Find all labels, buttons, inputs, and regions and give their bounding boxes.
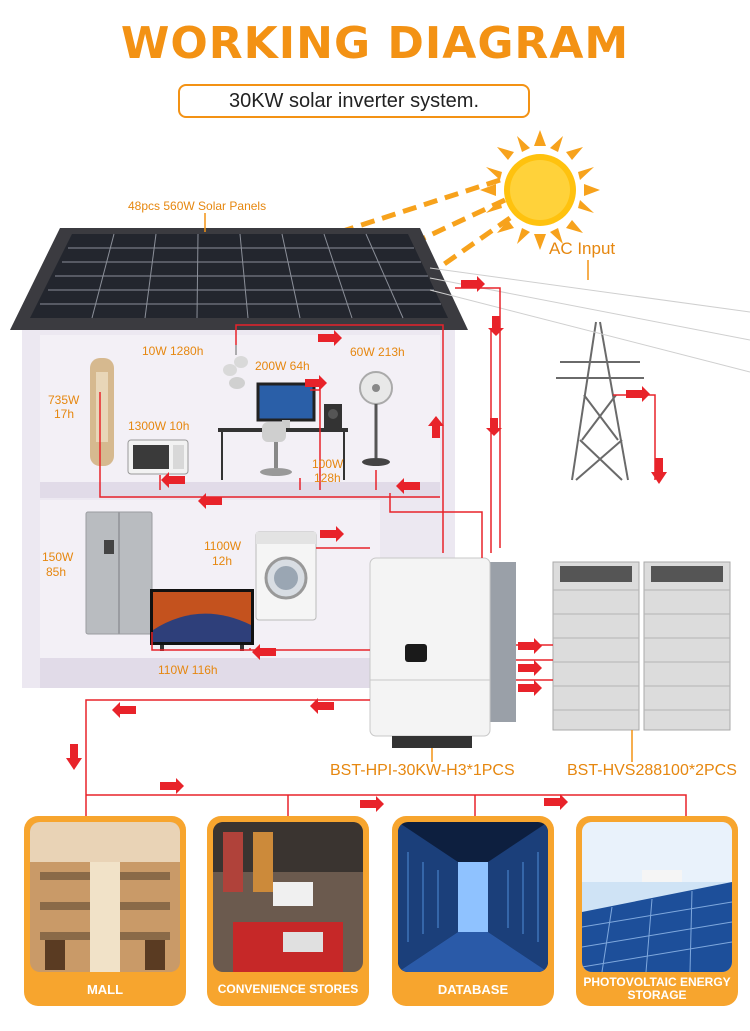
tv-label: 110W 116h xyxy=(158,663,218,677)
ac-input-label: AC Input xyxy=(549,239,616,258)
card-convenience-stores: CONVENIENCE STORES xyxy=(207,816,369,1006)
washer-power-label: 1100W xyxy=(204,539,242,553)
transmission-tower-icon xyxy=(556,321,644,481)
desk-computer-icon xyxy=(218,382,348,480)
battery-rack-icon xyxy=(552,561,731,731)
page-title: WORKING DIAGRAM xyxy=(120,18,630,69)
fan-label: 60W 213h xyxy=(350,345,405,359)
heater-hours-label: 17h xyxy=(54,407,75,421)
card-mall: MALL xyxy=(24,816,186,1006)
fridge-hours-label: 85h xyxy=(46,565,67,579)
card-caption: MALL xyxy=(86,981,124,997)
database-image xyxy=(398,822,548,972)
lamp-label: 10W 1280h xyxy=(142,344,204,358)
pendant-lamp-icon xyxy=(223,335,248,389)
fridge-power-label: 150W xyxy=(42,550,74,564)
washing-machine-icon xyxy=(255,531,317,621)
card-database: DATABASE xyxy=(392,816,554,1006)
solar-panels-label: 48pcs 560W Solar Panels xyxy=(128,199,267,213)
subtitle-box: 30KW solar inverter system. xyxy=(178,84,530,118)
ac-input-pointer xyxy=(587,260,589,280)
tv-icon xyxy=(150,589,254,651)
card-caption: PHOTOVOLTAIC ENERGY STORAGE xyxy=(583,975,731,1002)
speaker-hours-label: 128h xyxy=(314,471,341,485)
speaker-power-label: 100W xyxy=(312,457,344,471)
refrigerator-icon xyxy=(85,511,153,635)
card-photovoltaic-energy-storage: PHOTOVOLTAIC ENERGY STORAGE xyxy=(576,816,738,1006)
flow-arrows xyxy=(66,276,667,812)
card-caption: CONVENIENCE STORES xyxy=(217,981,359,996)
sun-icon xyxy=(480,130,600,250)
computer-label: 200W 64h xyxy=(255,359,310,373)
heater-power-label: 735W xyxy=(48,393,80,407)
microwave-label: 1300W 10h xyxy=(128,419,190,433)
tower-heater-icon xyxy=(90,358,114,466)
store-image xyxy=(213,822,363,972)
pv-farm-image xyxy=(582,822,732,972)
washer-hours-label: 12h xyxy=(212,554,233,568)
card-caption: DATABASE xyxy=(437,981,509,997)
inverter-icon xyxy=(369,557,516,748)
mall-image xyxy=(30,822,180,972)
microwave-icon xyxy=(127,439,189,475)
wiring xyxy=(85,287,687,816)
standing-fan-icon xyxy=(359,371,393,466)
battery-model-label: BST-HVS288100*2PCS xyxy=(567,762,737,779)
inverter-model-label: BST-HPI-30KW-H3*1PCS xyxy=(330,762,515,779)
